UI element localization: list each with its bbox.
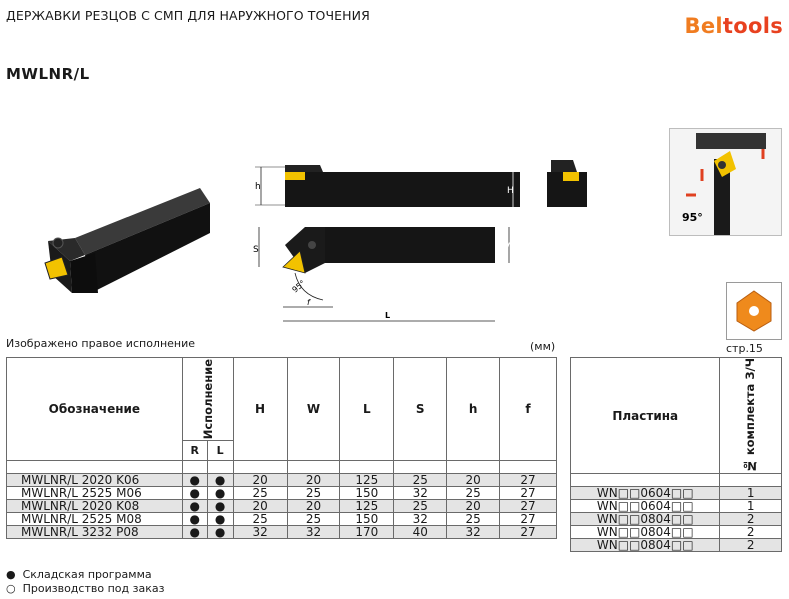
- bullet-empty-icon: ○: [6, 582, 16, 595]
- page-reference[interactable]: стр.15: [726, 342, 763, 355]
- label-h-side: h: [255, 182, 261, 192]
- logo-part-2: tools: [722, 14, 783, 38]
- legend-stock: ● Складская программа: [6, 568, 152, 581]
- label-angle: 95°: [291, 279, 308, 295]
- col-W: W: [286, 357, 341, 461]
- bullet-filled-icon: ●: [6, 568, 16, 581]
- label-L: L: [385, 311, 390, 320]
- col-designation: Обозначение: [6, 357, 183, 461]
- table-row: WN□□0604□□1: [569, 486, 782, 501]
- table-row: WN□□0804□□2: [569, 512, 782, 527]
- col-L: L: [339, 357, 395, 461]
- units-label: (мм): [530, 340, 556, 353]
- label-W: W: [505, 242, 514, 252]
- col-version: Исполнение: [181, 357, 234, 441]
- label-f: f: [307, 298, 311, 307]
- col-version-label: Исполнение: [200, 358, 215, 440]
- col-S: S: [393, 357, 448, 461]
- col-kit-number: № комплекта З/Ч: [719, 356, 782, 475]
- legend-order: ○ Производство под заказ: [6, 582, 165, 595]
- operation-diagram: 95°: [669, 128, 782, 236]
- document-title: ДЕРЖАВКИ РЕЗЦОВ С СМП ДЛЯ НАРУЖНОГО ТОЧЕ…: [6, 8, 370, 23]
- table-row: WN□□0604□□1: [569, 499, 782, 514]
- insert-icon-box[interactable]: [726, 282, 782, 340]
- tool-holder-render: [44, 188, 210, 293]
- col-H: H: [232, 357, 288, 461]
- label-H-side: H: [507, 186, 514, 196]
- col-L-version: L: [206, 440, 234, 461]
- brand-logo: Beltools: [685, 14, 783, 38]
- figure-caption: Изображено правое исполнение: [6, 337, 196, 350]
- table-row: WN□□0804□□2: [569, 538, 782, 553]
- model-name: MWLNR/L: [6, 65, 90, 83]
- table-row: WN□□0804□□2: [569, 525, 782, 540]
- logo-part-1: Bel: [684, 14, 723, 38]
- col-kit-number-label: № комплекта З/Ч: [743, 358, 758, 474]
- spec-table: Обозначение Исполнение H W L S h f R L M…: [6, 357, 557, 539]
- col-R: R: [181, 440, 208, 461]
- label-S: S: [253, 245, 259, 255]
- col-insert: Пластина: [569, 356, 721, 475]
- col-h: h: [446, 357, 501, 461]
- thumb-angle: 95°: [682, 211, 703, 224]
- col-f: f: [499, 357, 557, 461]
- insert-table: Пластина № комплекта З/Ч WN□□0604□□1 WN□…: [569, 356, 782, 553]
- technical-drawing: h H S W 95° f L: [253, 165, 520, 322]
- end-view-drawing: [547, 160, 587, 207]
